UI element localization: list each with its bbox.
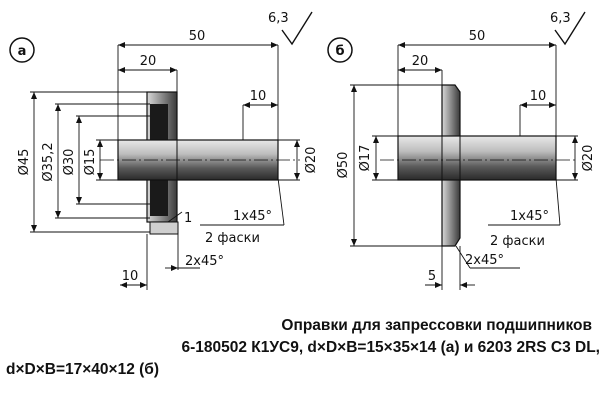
dim-b-d20: Ø20 xyxy=(581,145,596,172)
dim-a-d20: Ø20 xyxy=(304,147,319,174)
roughness-value-a: 6,3 xyxy=(268,11,289,26)
bushing-part-a xyxy=(100,91,300,235)
dimension-lines-a xyxy=(30,42,300,290)
caption-line-3: d×D×B=17×40×12 (б) xyxy=(6,361,160,378)
dim-a-radius: 1 xyxy=(184,211,192,226)
dim-b-flange-width: 5 xyxy=(428,269,436,284)
figure-b: б 6,3 xyxy=(327,11,596,290)
dim-a-total-length: 50 xyxy=(189,29,206,44)
dim-b-total-length: 50 xyxy=(469,29,486,44)
roughness-value-b: 6,3 xyxy=(550,11,571,26)
figure-caption: Оправки для запрессовки подшипников 6-18… xyxy=(0,315,600,381)
dim-a-flange-length: 20 xyxy=(140,54,157,69)
dim-a-d45: Ø45 xyxy=(17,149,32,176)
dim-b-d17: Ø17 xyxy=(358,145,373,172)
caption-line-1: Оправки для запрессовки подшипников xyxy=(281,317,592,334)
dim-b-d50: Ø50 xyxy=(336,152,351,179)
figure-a: а 6,3 xyxy=(9,11,319,290)
dim-a-end-length: 10 xyxy=(250,89,267,104)
figure-a-label: а xyxy=(18,44,27,59)
dim-a-bottom-chamfer: 2x45° xyxy=(185,254,224,269)
figure-b-label-circle xyxy=(327,37,353,63)
dim-a-chamfer: 1x45° xyxy=(233,209,272,224)
technical-drawing: а 6,3 xyxy=(9,11,596,290)
dim-b-end-length: 10 xyxy=(530,89,547,104)
dim-a-chamfer-note: 2 фаски xyxy=(205,231,260,246)
roughness-symbol-a: 6,3 xyxy=(268,11,313,46)
dim-b-chamfer-note: 2 фаски xyxy=(490,234,545,249)
dim-a-d35: Ø35,2 xyxy=(41,142,56,181)
dimension-labels-a: 50 20 10 Ø45 Ø35,2 Ø30 Ø15 Ø20 1x45° 2 ф… xyxy=(17,29,319,284)
figure-b-label: б xyxy=(335,44,344,59)
dim-b-flange-length: 20 xyxy=(412,54,429,69)
caption-line-2: 6-180502 К1УС9, d×D×B=15×35×14 (а) и 620… xyxy=(181,339,600,356)
dimension-lines-b xyxy=(350,42,578,290)
dim-b-chamfer: 1x45° xyxy=(510,209,549,224)
dim-a-d15: Ø15 xyxy=(83,149,98,176)
dim-a-d30: Ø30 xyxy=(62,149,77,176)
figure-a-label-circle xyxy=(9,37,35,63)
bushing-part-b xyxy=(380,84,575,247)
dim-a-bottom-length: 10 xyxy=(122,269,139,284)
roughness-symbol-b: 6,3 xyxy=(550,11,586,46)
dimension-labels-b: 50 20 10 Ø50 Ø17 Ø20 1x45° 2 фаски 5 2x4… xyxy=(336,29,596,284)
dim-b-bottom-chamfer: 2x45° xyxy=(465,253,504,268)
